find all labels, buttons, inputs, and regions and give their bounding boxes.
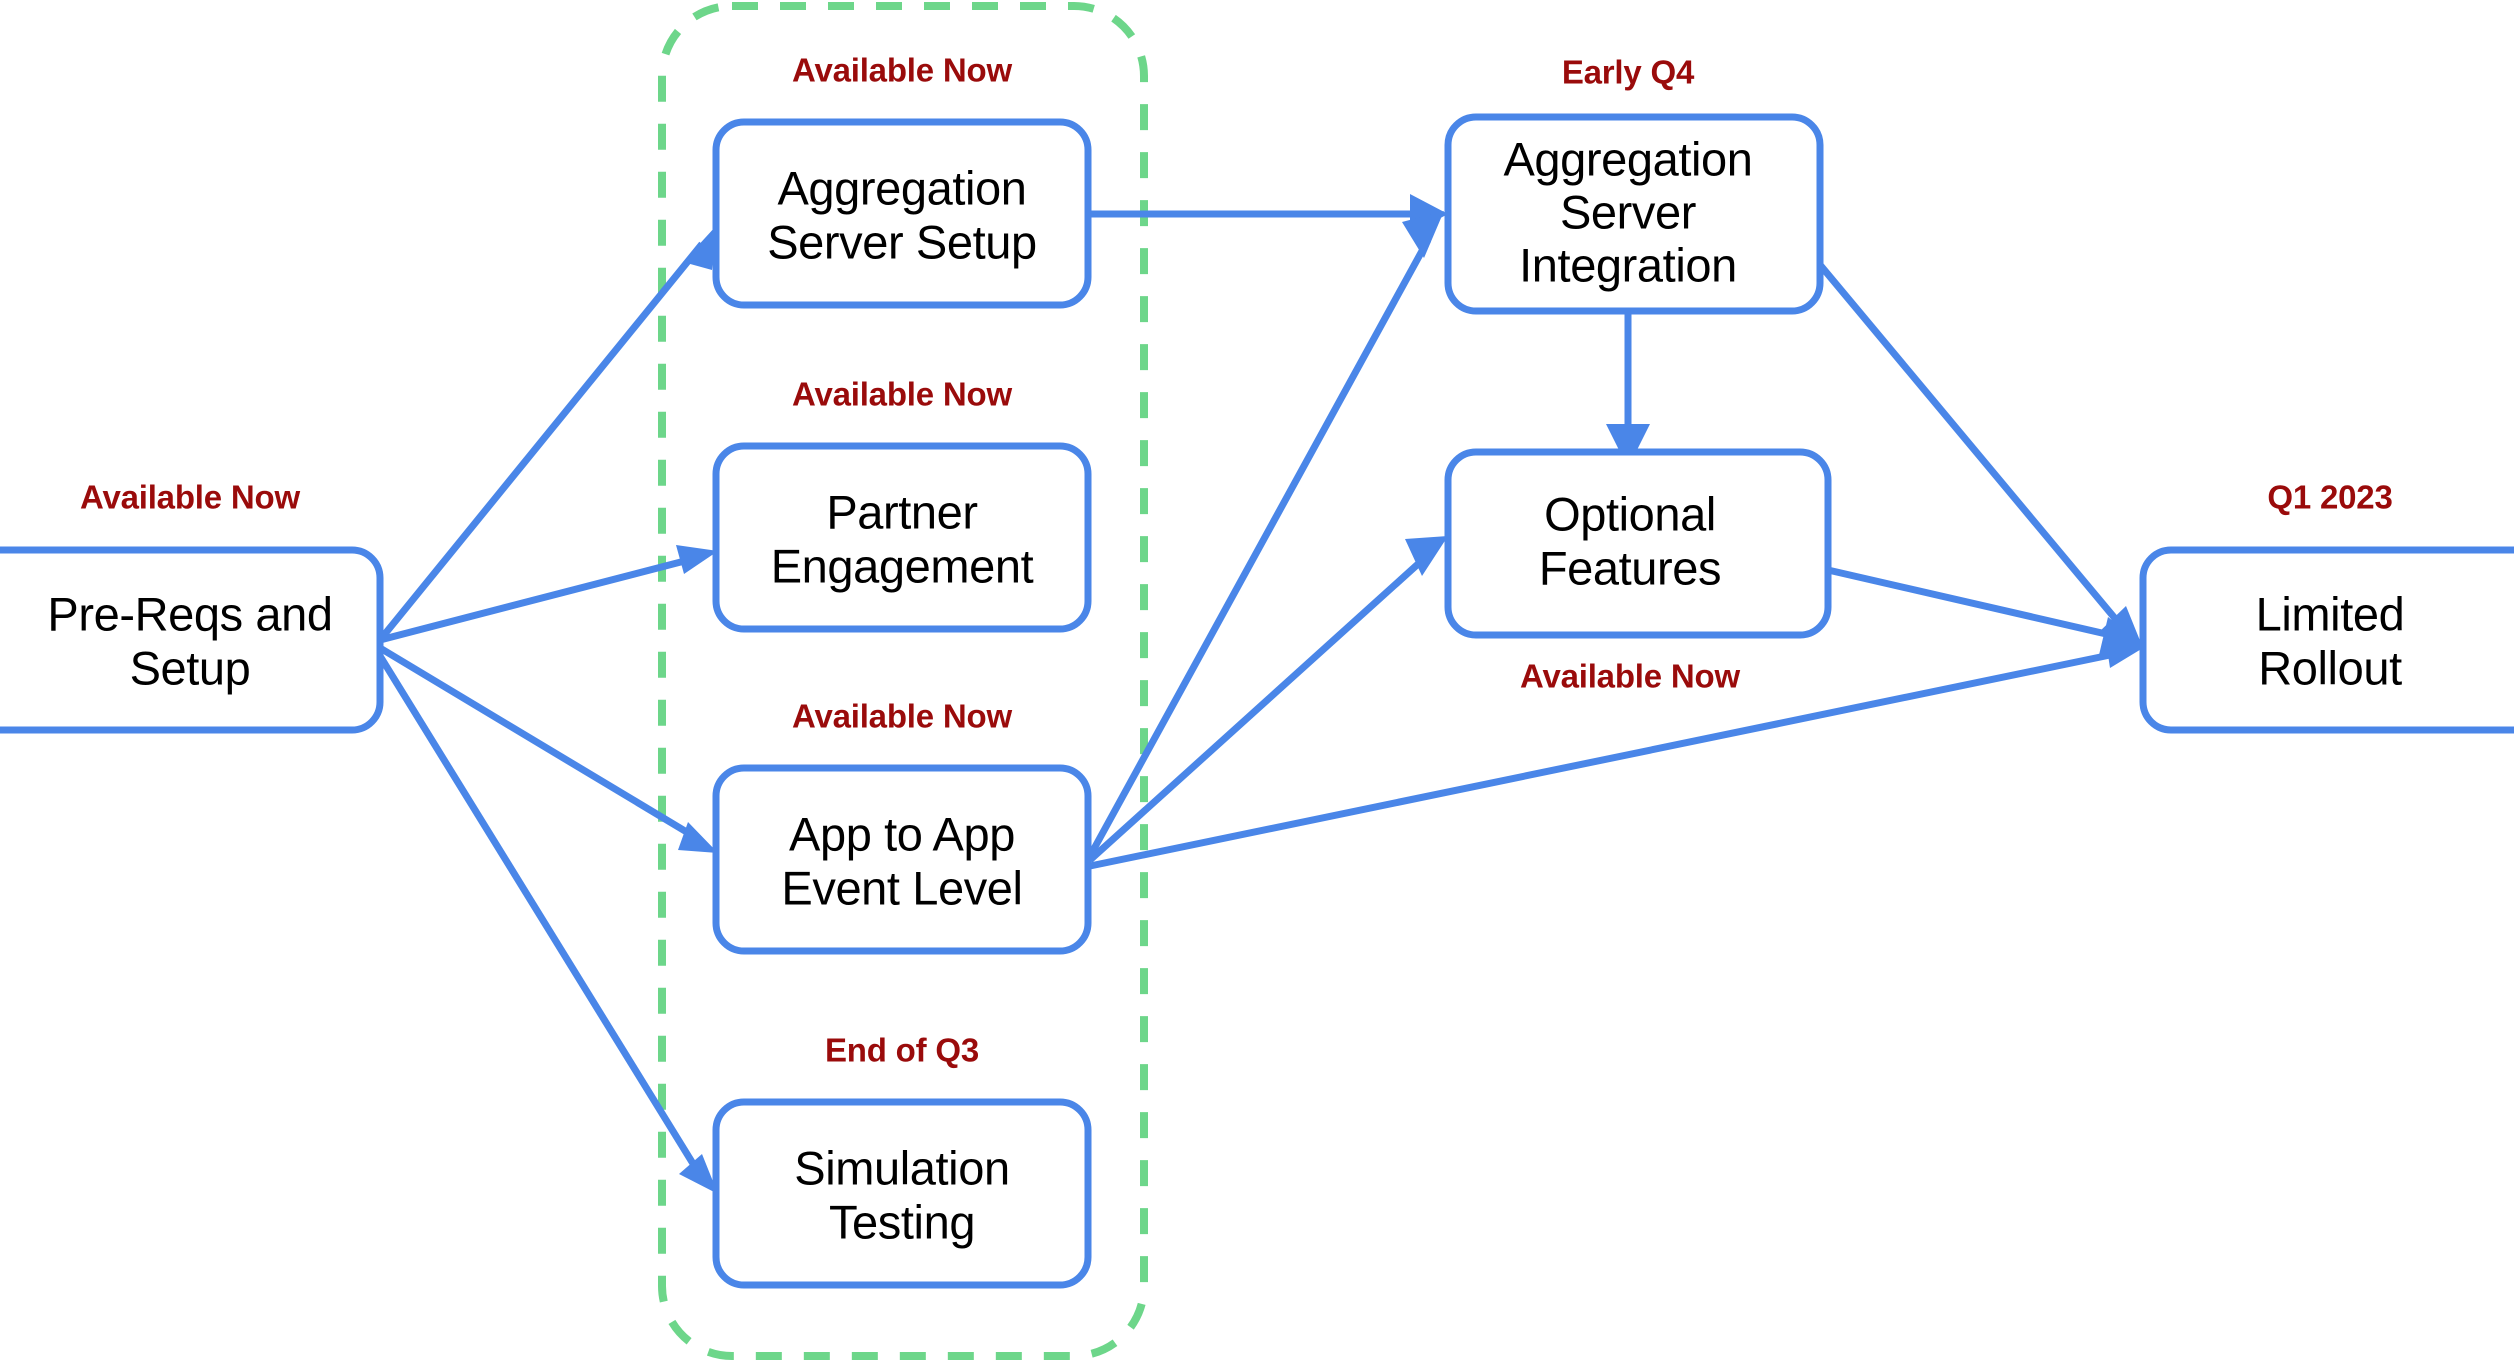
- available-now-group-outline: [658, 2, 1148, 1360]
- node-box-app-to-app-event-level[interactable]: [712, 764, 1092, 955]
- node-box-aggregation-server-setup[interactable]: [712, 118, 1092, 309]
- node-pre-reqs-and-setup[interactable]: Available Now Pre-Reqs and Setup: [0, 479, 384, 734]
- timing-label-partner-engagement: Available Now: [792, 376, 1012, 413]
- edge-server-setup-to-server-integration: [1088, 194, 1448, 234]
- node-box-optional-features[interactable]: [1444, 448, 1832, 639]
- node-label-aggregation-server-setup-line1: Aggregation: [777, 161, 1026, 214]
- node-label-app-to-app-event-level-line1: App to App: [789, 807, 1015, 860]
- edge-optional-features-to-limited-rollout: [1827, 566, 2143, 655]
- node-label-aggregation-server-integration-line2: Server: [1560, 185, 1696, 238]
- node-label-limited-rollout-line2: Rollout: [2258, 641, 2402, 694]
- node-box-simulation-testing[interactable]: [712, 1098, 1092, 1289]
- node-limited-rollout[interactable]: Q1 2023 Limited Rollout: [2139, 479, 2514, 734]
- node-app-to-app-event-level[interactable]: Available Now App to App Event Level: [712, 698, 1092, 955]
- edge-prereqs-to-app-to-app: [378, 644, 718, 853]
- edge-app-to-app-to-optional-features: [1087, 536, 1448, 863]
- node-label-optional-features-line2: Features: [1539, 541, 1721, 594]
- node-label-pre-reqs-and-setup-line2: Setup: [130, 641, 251, 694]
- edge-app-to-app-to-server-integration: [1086, 211, 1444, 858]
- node-partner-engagement[interactable]: Available Now Partner Engagement: [712, 376, 1092, 633]
- node-aggregation-server-integration[interactable]: Early Q4 Aggregation Server Integration: [1444, 54, 1824, 315]
- node-optional-features[interactable]: Available Now Optional Features: [1444, 448, 1832, 695]
- node-label-aggregation-server-integration-line1: Aggregation: [1503, 132, 1752, 185]
- node-box-pre-reqs-and-setup[interactable]: [0, 546, 384, 734]
- node-box-limited-rollout[interactable]: [2139, 546, 2514, 734]
- node-label-simulation-testing-line2: Testing: [829, 1195, 975, 1248]
- node-label-aggregation-server-setup-line2: Server Setup: [767, 215, 1037, 268]
- node-simulation-testing[interactable]: End of Q3 Simulation Testing: [712, 1032, 1092, 1289]
- timing-label-app-to-app-event-level: Available Now: [792, 698, 1012, 735]
- timing-label-aggregation-server-setup: Available Now: [792, 52, 1012, 89]
- edge-prereqs-to-simulation-testing: [377, 654, 718, 1194]
- timing-label-simulation-testing: End of Q3: [825, 1032, 979, 1069]
- node-aggregation-server-setup[interactable]: Available Now Aggregation Server Setup: [712, 52, 1092, 309]
- node-box-aggregation-server-integration[interactable]: [1444, 113, 1824, 315]
- timing-label-aggregation-server-integration: Early Q4: [1562, 54, 1695, 91]
- node-label-limited-rollout-line1: Limited: [2256, 587, 2405, 640]
- timing-label-optional-features: Available Now: [1520, 658, 1740, 695]
- node-box-partner-engagement[interactable]: [712, 442, 1092, 633]
- node-label-simulation-testing-line1: Simulation: [794, 1141, 1009, 1194]
- edges-layer: [377, 194, 2143, 1194]
- node-label-partner-engagement-line2: Engagement: [771, 539, 1034, 592]
- timing-label-pre-reqs-and-setup: Available Now: [80, 479, 300, 516]
- node-label-app-to-app-event-level-line2: Event Level: [781, 861, 1022, 914]
- node-label-partner-engagement-line1: Partner: [826, 485, 977, 538]
- edge-prereqs-to-aggregation-server-setup: [377, 226, 716, 643]
- edge-server-integration-to-optional-features: [1606, 310, 1650, 468]
- node-label-aggregation-server-integration-line3: Integration: [1519, 238, 1737, 291]
- edge-prereqs-to-partner-engagement: [379, 545, 718, 644]
- edge-server-integration-to-limited-rollout: [1813, 257, 2143, 648]
- node-label-optional-features-line1: Optional: [1544, 487, 1716, 540]
- timing-label-limited-rollout: Q1 2023: [2267, 479, 2392, 516]
- node-label-pre-reqs-and-setup-line1: Pre-Reqs and: [47, 587, 332, 640]
